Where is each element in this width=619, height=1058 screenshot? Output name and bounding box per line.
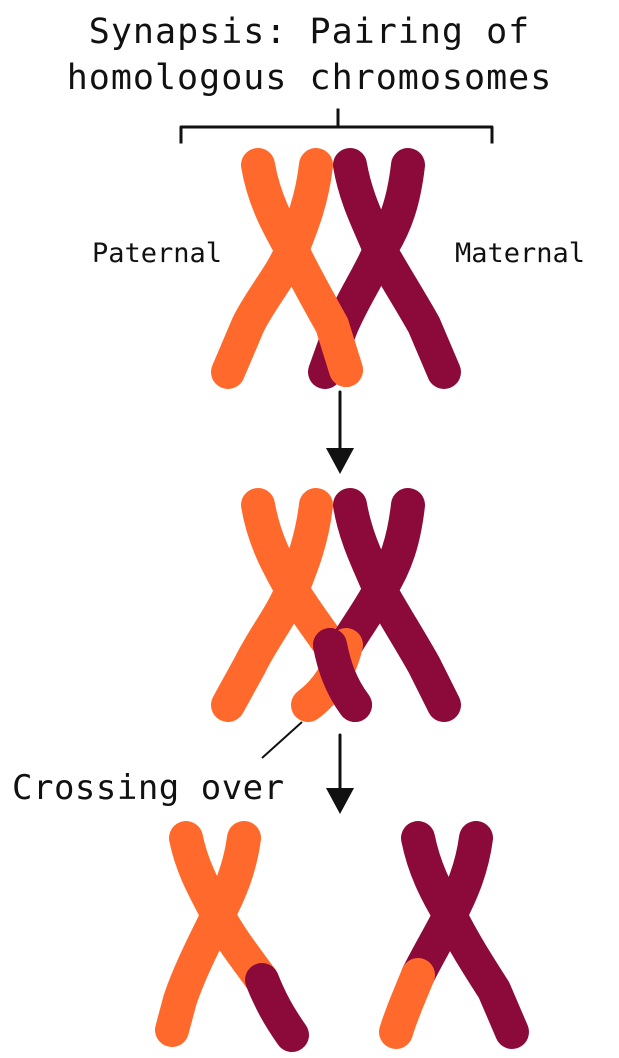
recombinant-maternal-segment <box>262 980 292 1035</box>
arrow-down-1-head <box>326 448 354 474</box>
crossing-over-stage <box>228 505 444 758</box>
arrow-down-2-head <box>326 788 354 814</box>
pairing-bracket <box>181 110 492 142</box>
recombinant-paternal-chromosome <box>172 838 292 1035</box>
maternal-chromosome-crossing <box>346 505 444 705</box>
recombinant-maternal-chromosome <box>396 838 512 1032</box>
synapsis-stage <box>228 165 444 372</box>
crossing-over-pointer <box>262 722 302 758</box>
recombinant-paternal-segment <box>396 975 418 1032</box>
